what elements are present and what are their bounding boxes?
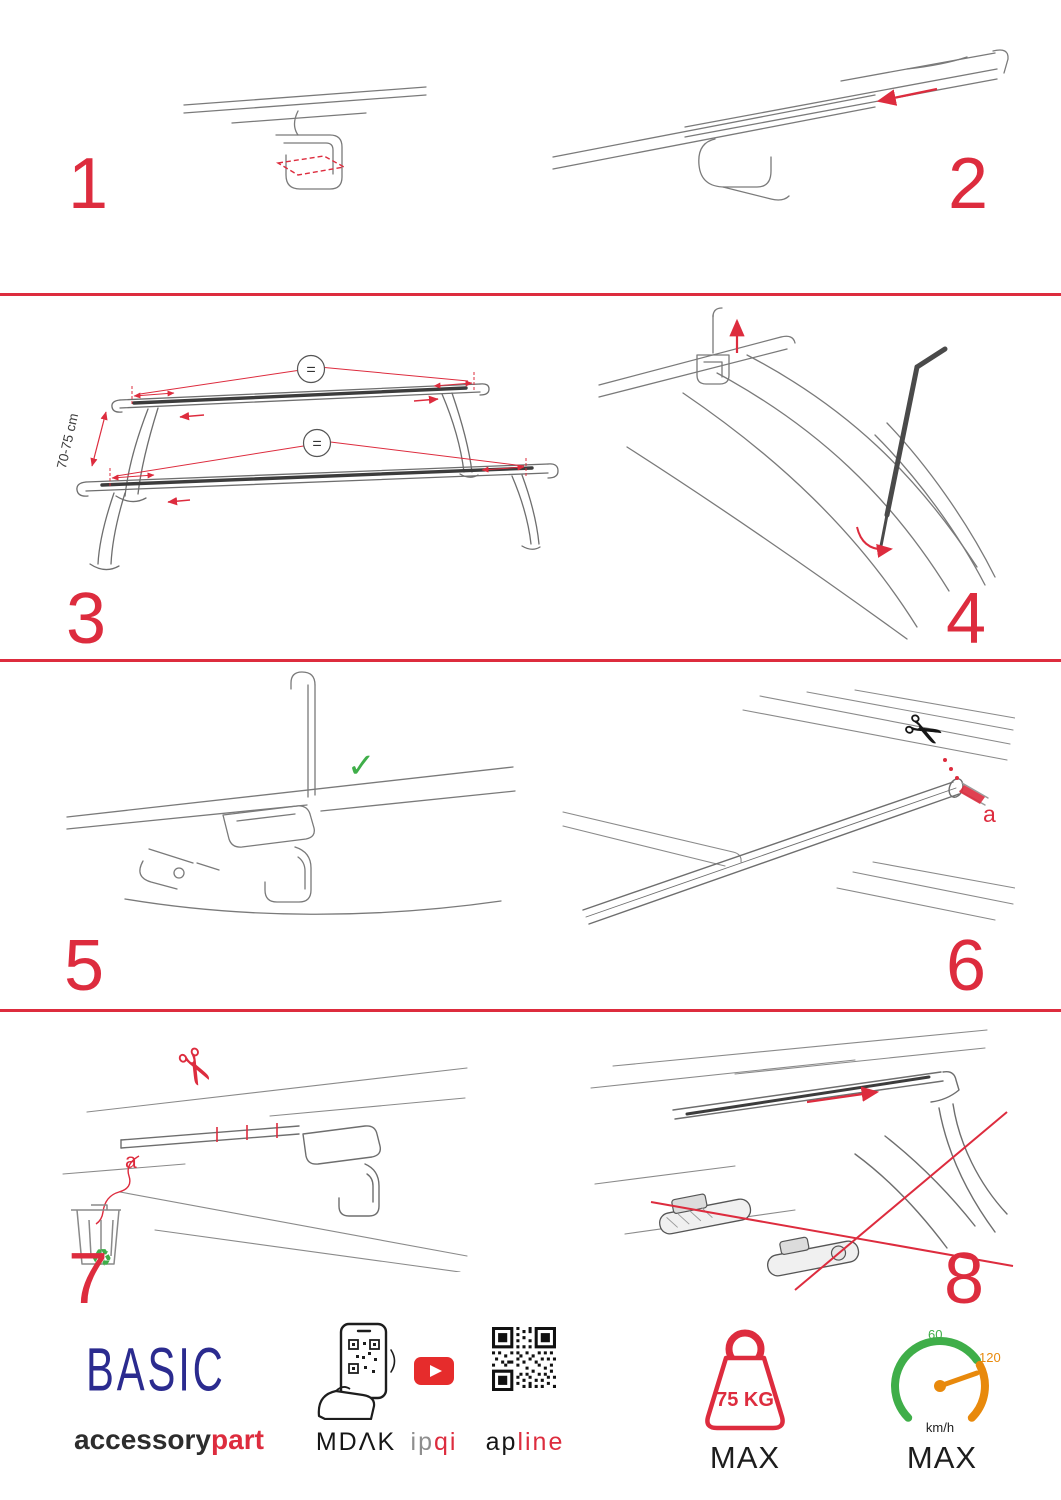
step-7-panel: ✂ a ♻ 7 xyxy=(0,1012,530,1320)
partner-brand-ipqi: ipqi xyxy=(394,1428,474,1457)
phone-qr-scan-icon xyxy=(317,1322,396,1420)
partner-brand-apline: apline xyxy=(472,1428,578,1457)
scissors-icon: ✂ xyxy=(894,699,952,763)
step-6-illustration: ✂ a xyxy=(562,689,1015,925)
step-3-illustration: = = 70-75 cm xyxy=(54,354,559,571)
partner-brand-mdak: MDΛK xyxy=(315,1428,397,1456)
max-speed-label: MAX xyxy=(906,1440,978,1475)
step-7-illustration: ✂ a ♻ xyxy=(62,1038,468,1272)
youtube-icon xyxy=(414,1357,454,1385)
step-8-number: 8 xyxy=(944,1239,985,1319)
brand-logo-subtitle: accessorypart xyxy=(74,1424,264,1456)
step-4-panel: 4 xyxy=(565,296,1061,659)
step-5-number: 5 xyxy=(64,926,105,1006)
step-2-panel: 2 xyxy=(530,0,1061,293)
step-1-panel: 1 xyxy=(0,0,530,293)
step-3-number: 3 xyxy=(66,579,107,659)
brand-logo-subtitle-right: part xyxy=(211,1424,264,1455)
step-8-illustration xyxy=(590,1029,1014,1291)
section-divider xyxy=(0,659,1061,662)
recycle-icon: ♻ xyxy=(91,1245,113,1272)
step-5-illustration: ✓ xyxy=(66,671,516,915)
cut-marks xyxy=(216,1123,278,1142)
clamp-plate-highlight xyxy=(275,155,347,176)
speedometer-icon: 60 120 km/h xyxy=(891,1327,1001,1435)
max-load-weight-icon: 75 KG xyxy=(705,1329,785,1431)
step-2-number: 2 xyxy=(948,144,989,224)
footer: BASIC accessorypart xyxy=(0,1320,1061,1500)
t-slot-adapter xyxy=(767,1236,860,1277)
step-1-number: 1 xyxy=(68,144,109,224)
t-slot-adapter xyxy=(659,1193,752,1235)
step-4-number: 4 xyxy=(946,579,987,659)
section-divider xyxy=(0,1009,1061,1012)
brand-logo-subtitle-left: accessory xyxy=(74,1424,212,1455)
cut-strip-piece xyxy=(959,785,985,804)
discard-leader-line xyxy=(95,1155,140,1225)
roof-guide-lines xyxy=(650,1111,1014,1291)
equal-spacing-badge xyxy=(296,354,326,384)
step-7-number: 7 xyxy=(68,1239,109,1319)
brand-logo-title: BASIC xyxy=(86,1336,226,1405)
check-icon: ✓ xyxy=(347,747,376,785)
partner-brand-apline-left: ap xyxy=(485,1428,518,1456)
step-1-illustration xyxy=(183,86,427,190)
speed-high-label: 120 xyxy=(979,1350,1001,1365)
max-load-label: MAX xyxy=(709,1440,781,1475)
speed-unit-label: km/h xyxy=(926,1420,954,1435)
cut-piece-label: a xyxy=(983,801,996,827)
slide-direction-arrow xyxy=(806,1086,880,1104)
cut-line-dots xyxy=(943,758,959,780)
step-2-illustration xyxy=(552,49,1009,201)
qr-code xyxy=(492,1327,556,1391)
partner-brand-apline-right: line xyxy=(517,1428,565,1456)
allen-key xyxy=(884,346,948,518)
partner-brand-ipqi-left: ip xyxy=(410,1428,434,1456)
scissors-icon: ✂ xyxy=(161,1038,227,1098)
step-6-panel: ✂ a 6 xyxy=(530,662,1061,1009)
step-6-number: 6 xyxy=(946,926,987,1006)
rotate-arrow xyxy=(856,526,893,558)
slide-direction-arrow xyxy=(876,87,938,106)
crossbar-distance-label: 70-75 cm xyxy=(54,412,81,470)
step-3-panel: = = 70-75 cm 3 xyxy=(0,296,565,659)
step-5-panel: ✓ 5 xyxy=(0,662,530,1009)
max-load-value: 75 KG xyxy=(716,1389,774,1411)
step-8-panel: 8 xyxy=(530,1012,1061,1320)
equal-spacing-badge xyxy=(302,428,332,458)
section-divider xyxy=(0,293,1061,296)
equal-symbol: = xyxy=(306,362,315,379)
equal-symbol: = xyxy=(312,436,321,453)
partner-brand-ipqi-right: qi xyxy=(434,1428,458,1456)
trash-bin-icon xyxy=(71,1204,121,1265)
step-4-illustration xyxy=(598,307,996,640)
speed-low-label: 60 xyxy=(928,1327,942,1342)
